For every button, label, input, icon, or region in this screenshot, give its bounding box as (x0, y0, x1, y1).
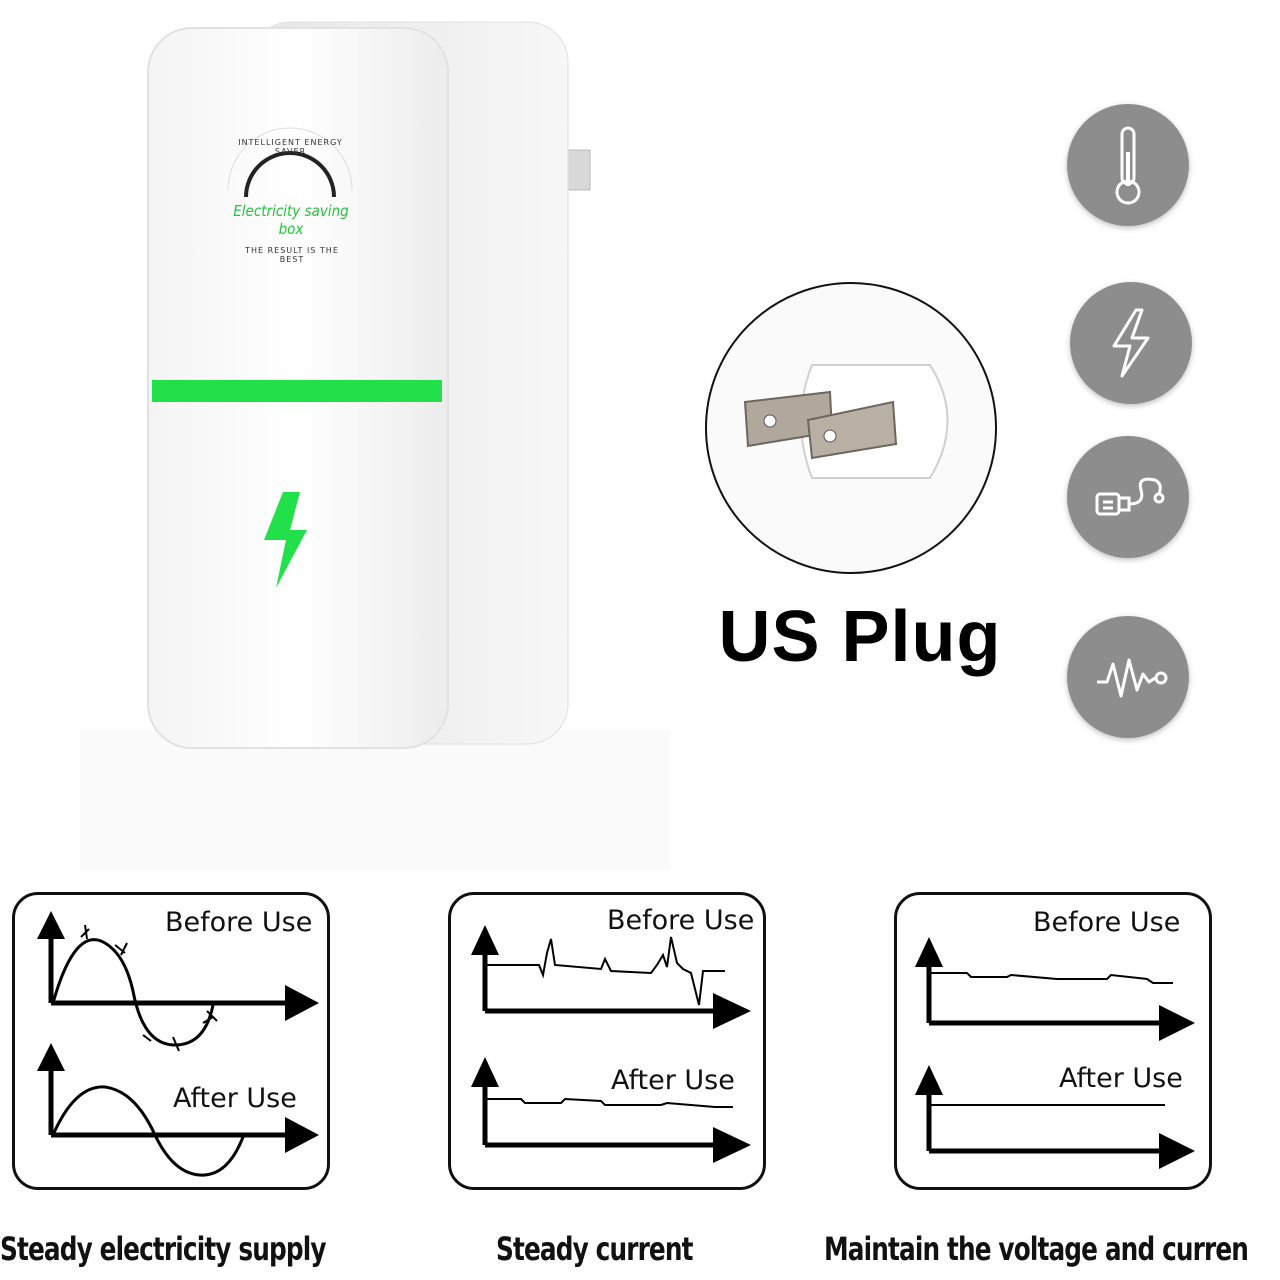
waveform-icon (1067, 616, 1189, 738)
panel-steady-current: Before Use After Use (448, 892, 766, 1190)
before-use-label: Before Use (607, 905, 755, 936)
lightning-icon (1070, 282, 1192, 404)
badge-main-text: Electricity saving box (233, 202, 349, 238)
panel-steady-supply: Before Use After Use (12, 892, 330, 1190)
badge-bottom-text: THE RESULT IS THE BEST (245, 246, 339, 264)
us-plug-closeup (705, 282, 997, 574)
current-chart (471, 925, 751, 1163)
sine-wave-chart (37, 911, 319, 1177)
after-use-label: After Use (1059, 1063, 1183, 1094)
after-use-label: After Use (173, 1083, 297, 1114)
plug-type-title: US Plug (718, 597, 1002, 677)
before-use-label: Before Use (165, 907, 313, 938)
before-use-label: Before Use (1033, 907, 1181, 938)
caption-steady-current: Steady current (496, 1230, 693, 1268)
caption-steady-supply: Steady electricity supply (0, 1230, 326, 1268)
caption-maintain-voltage: Maintain the voltage and curren (824, 1230, 1249, 1268)
after-use-label: After Use (611, 1065, 735, 1096)
energy-saver-device (80, 21, 670, 870)
thermometer-icon (1067, 104, 1189, 226)
plug-cable-icon (1067, 436, 1189, 558)
panel-maintain-voltage: Before Use After Use (894, 892, 1212, 1190)
voltage-chart (915, 937, 1195, 1169)
badge-top-text: INTELLIGENT ENERGY SAVER (238, 138, 343, 156)
